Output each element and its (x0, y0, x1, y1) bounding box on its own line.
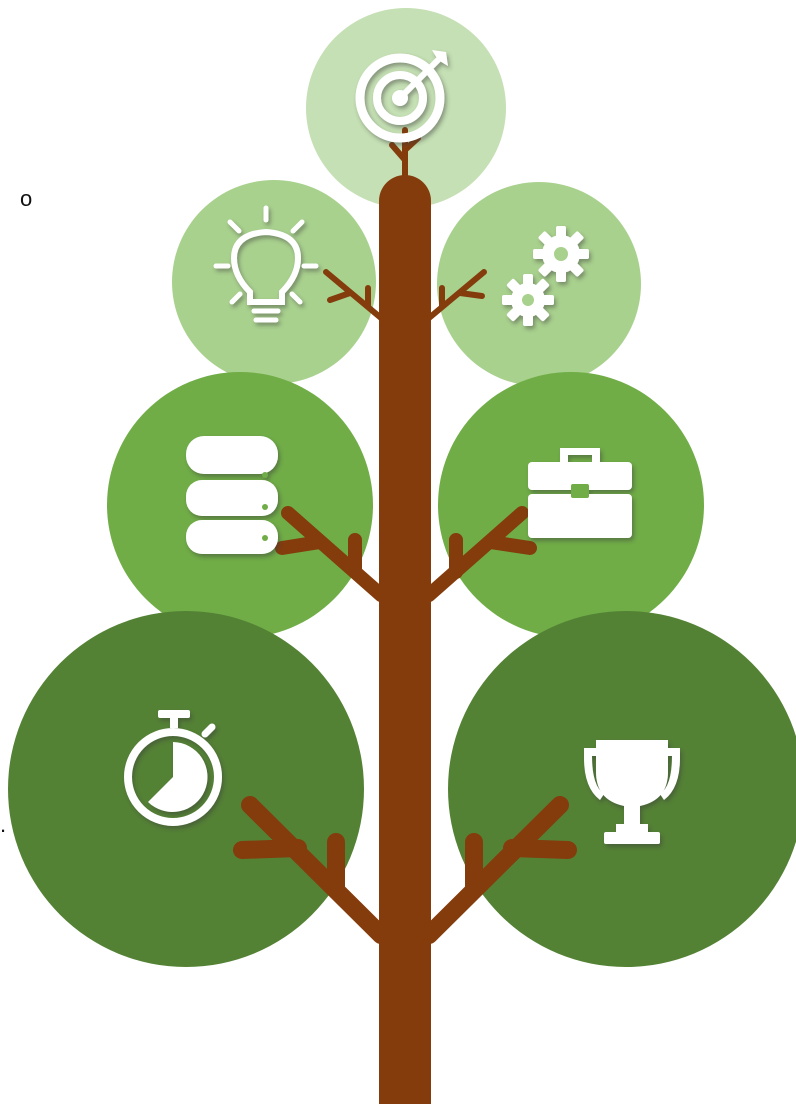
tree-trunk (379, 175, 431, 1104)
target-icon (355, 50, 448, 143)
stray-mark-dot: . (0, 812, 7, 837)
gears-icon (502, 226, 589, 326)
lightbulb-icon (213, 205, 319, 323)
briefcase-icon (528, 448, 632, 538)
database-icon (186, 436, 278, 554)
circle-row2-left (172, 180, 376, 384)
trophy-icon (584, 740, 680, 844)
stopwatch-icon (124, 710, 222, 826)
stray-mark-circle: o (20, 186, 33, 211)
circle-top (306, 8, 506, 208)
tree-branches (233, 127, 577, 944)
